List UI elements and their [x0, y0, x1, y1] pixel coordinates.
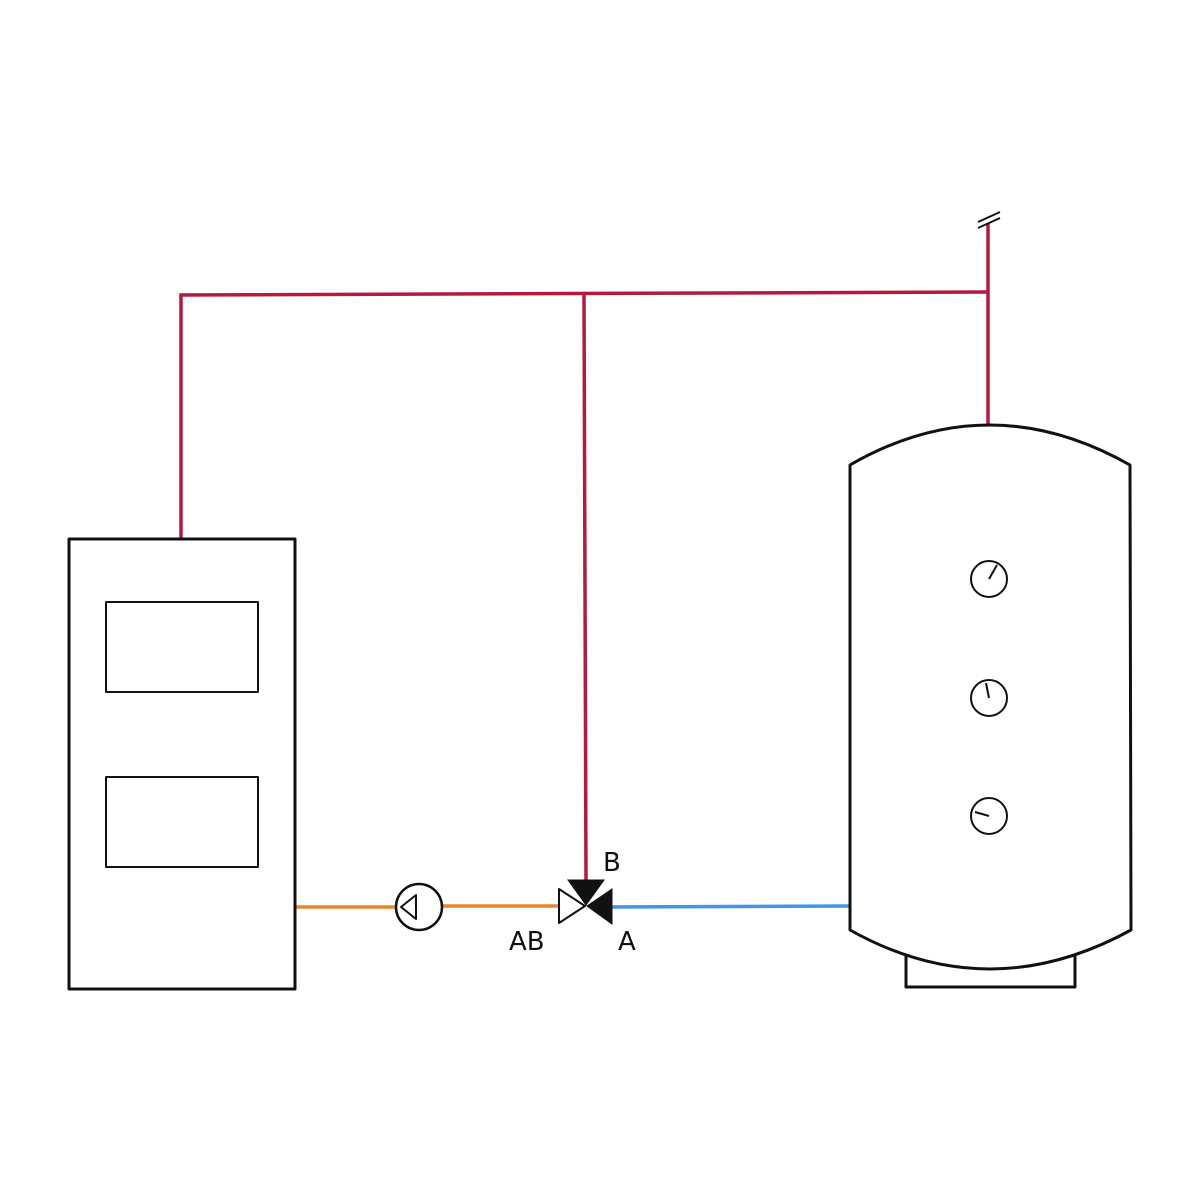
valve-port-ab-triangle — [558, 888, 586, 924]
valve-port-a-label: A — [618, 927, 636, 957]
boiler-lower-panel — [105, 776, 259, 868]
valve-port-b-triangle — [567, 879, 605, 906]
bypass-pipe — [582, 293, 588, 881]
supply-pipes — [179, 211, 1001, 881]
valve-port-a-triangle — [586, 888, 613, 925]
boiler-upper-panel — [105, 601, 259, 693]
storage-tank — [848, 423, 1133, 989]
thermometer-gauge-icon — [970, 560, 1008, 598]
valve-port-ab-label: AB — [509, 927, 545, 957]
thermometer-gauge-icon — [970, 797, 1008, 835]
boiler-body — [67, 537, 297, 991]
tank-return-pipe — [611, 904, 851, 909]
valve-port-b-label: B — [603, 848, 621, 878]
pump-pipes — [296, 904, 560, 909]
tank-body — [848, 423, 1133, 971]
circulation-pump-icon — [394, 882, 444, 932]
boiler-unit — [67, 537, 297, 991]
thermometer-gauge-icon — [970, 679, 1008, 717]
boiler-supply-pipe — [179, 290, 989, 538]
air-vent-icon — [977, 211, 1001, 229]
three-way-valve-icon: B AB A — [509, 848, 636, 957]
